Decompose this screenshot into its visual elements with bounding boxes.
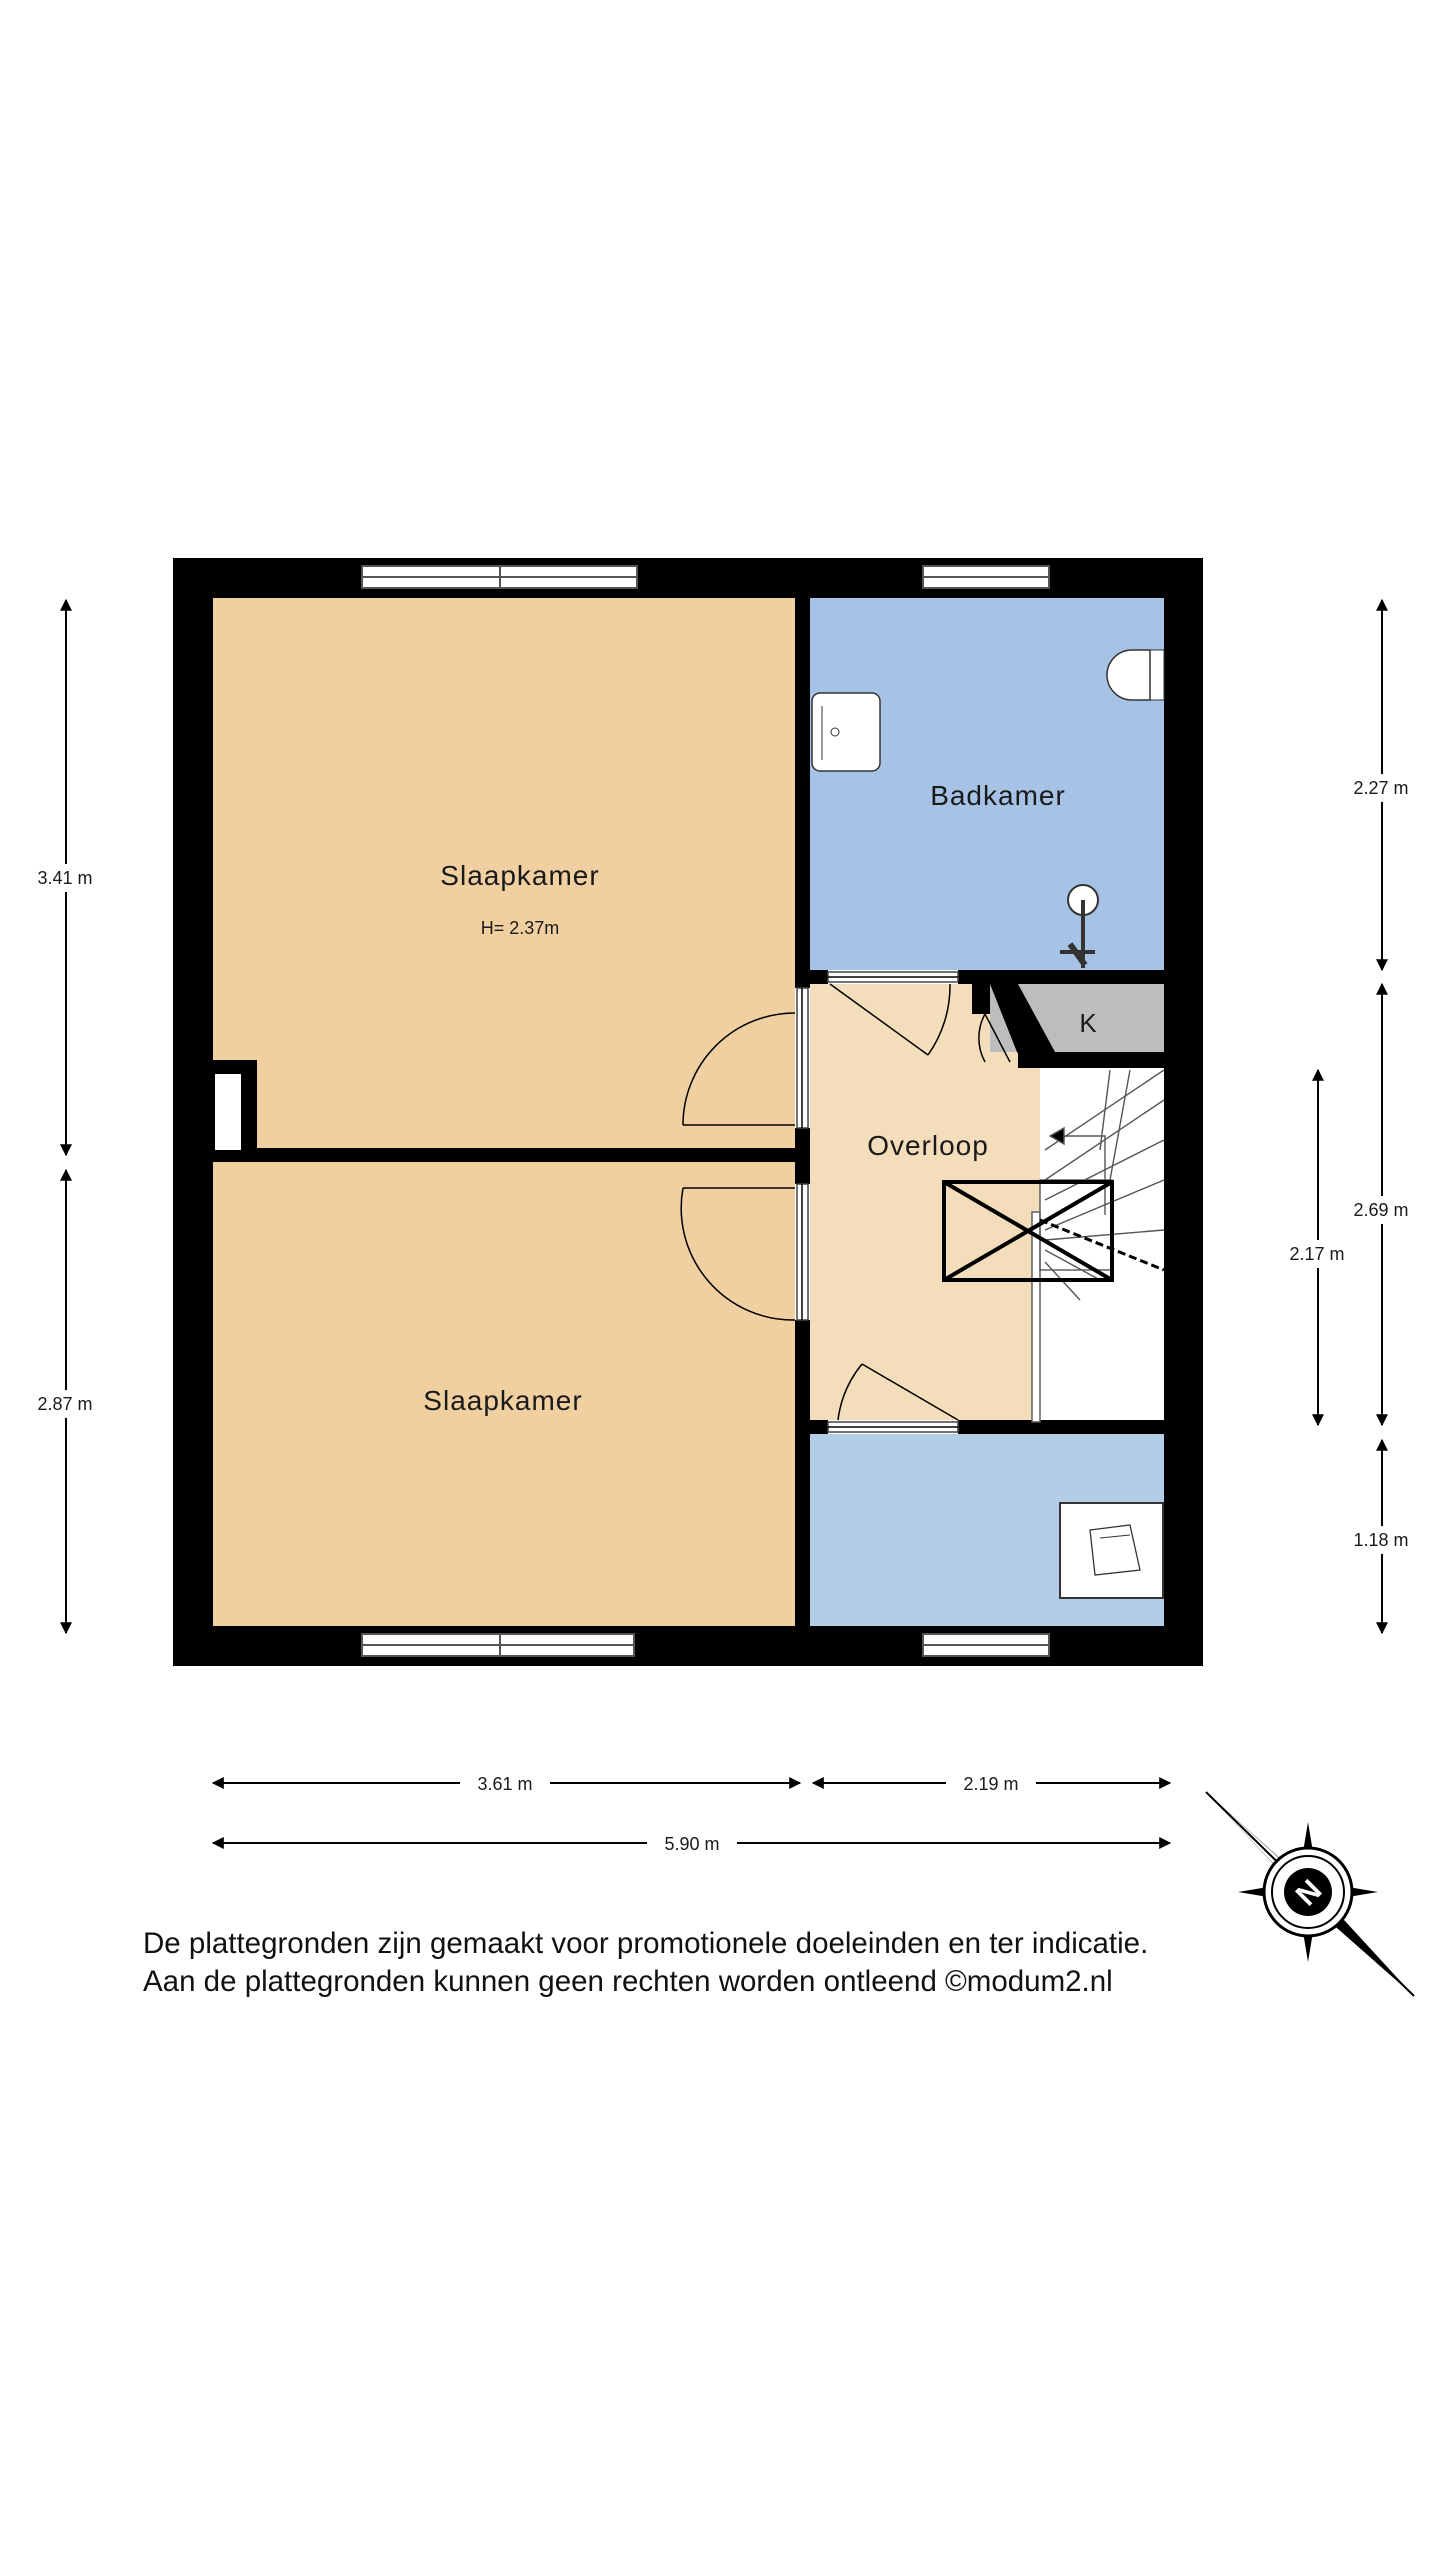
dim-right-top: 2.27 m (1353, 778, 1408, 798)
bathroom-floor (810, 598, 1164, 970)
bedroom-1-floor (213, 598, 795, 1148)
bedroom-2-floor (213, 1162, 795, 1626)
dim-bottom-right: 2.19 m (963, 1774, 1018, 1794)
dim-bottom-left: 3.61 m (477, 1774, 532, 1794)
interior-walls (213, 598, 1164, 1626)
attic-hatch (942, 1180, 1114, 1282)
dimension-label-backgrounds (20, 774, 1426, 1856)
toilet (1106, 649, 1165, 701)
chimney-niche-inner (215, 1074, 241, 1150)
bedroom-1-height: H= 2.37m (481, 918, 560, 938)
dim-right-middle: 2.69 m (1353, 1200, 1408, 1220)
compass-icon: N (1205, 1791, 1415, 1997)
closet-label: K (1079, 1008, 1097, 1038)
disclaimer: De plattegronden zijn gemaakt voor promo… (143, 1925, 1343, 2001)
landing-floor (810, 984, 1040, 1420)
shower (1060, 884, 1099, 968)
bedroom-1-label: Slaapkamer (440, 860, 599, 891)
dim-left-top: 3.41 m (37, 868, 92, 888)
doors (680, 971, 1011, 1433)
boiler (1059, 1502, 1164, 1599)
dim-bottom-total: 5.90 m (664, 1834, 719, 1854)
windows (361, 565, 1050, 1657)
dim-stair: 2.17 m (1289, 1244, 1344, 1264)
washbasin (811, 692, 881, 772)
dim-left-bottom: 2.87 m (37, 1394, 92, 1414)
dim-right-bottom: 1.18 m (1353, 1530, 1408, 1550)
outer-walls (173, 558, 1203, 1666)
bedroom-2-label: Slaapkamer (423, 1385, 582, 1416)
disclaimer-line-1: De plattegronden zijn gemaakt voor promo… (143, 1927, 1149, 1960)
disclaimer-line-2: Aan de plattegronden kunnen geen rechten… (143, 1965, 1113, 1998)
bathroom-label: Badkamer (930, 780, 1066, 811)
landing-label: Overloop (867, 1130, 989, 1161)
